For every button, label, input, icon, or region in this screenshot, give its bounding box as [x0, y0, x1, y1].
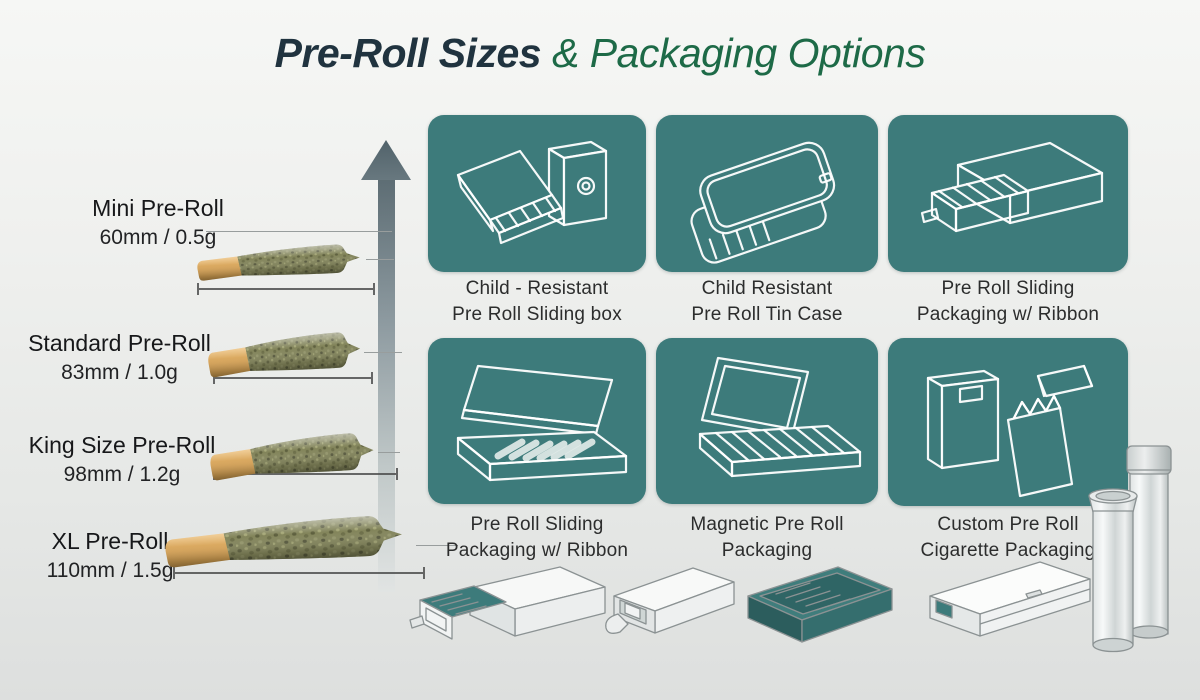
card-caption: Magnetic Pre Roll Packaging [637, 512, 897, 564]
drawer-box-icon [920, 141, 1104, 233]
card-magnetic-packaging [656, 338, 878, 504]
cigarette-packs-icon [926, 364, 1094, 498]
size-entry-king: King Size Pre-Roll 98mm / 1.2g [12, 432, 232, 487]
size-arrow-shaft [378, 176, 395, 592]
card-caption: Pre Roll Sliding Packaging w/ Ribbon [878, 276, 1138, 328]
page-title: Pre-Roll Sizes & Packaging Options [0, 30, 1200, 77]
card-child-resistant-tin-case [656, 115, 878, 272]
caption-line: Pre Roll Tin Case [691, 304, 843, 325]
card-sliding-ribbon-packaging [428, 338, 646, 504]
tin-case-icon [690, 141, 836, 264]
caption-line: Cigarette Packaging [920, 540, 1096, 561]
card-caption: Child - Resistant Pre Roll Sliding box [407, 276, 667, 328]
size-spec: 83mm / 1.0g [61, 361, 178, 384]
caption-line: Packaging w/ Ribbon [445, 540, 629, 561]
card-caption: Child Resistant Pre Roll Tin Case [637, 276, 897, 328]
size-name: Mini Pre-Roll [92, 195, 224, 221]
leader-line [206, 231, 392, 232]
caption-line: Child - Resistant [465, 278, 609, 299]
size-spec: 98mm / 1.2g [63, 463, 181, 486]
caption-line: Pre Roll Sliding [941, 278, 1075, 299]
caption-line: Child Resistant [701, 278, 833, 299]
card-caption: Pre Roll Sliding Packaging w/ Ribbon [407, 512, 667, 564]
size-entry-standard: Standard Pre-Roll 83mm / 1.0g [12, 330, 227, 385]
size-name: Standard Pre-Roll [28, 330, 211, 356]
open-drawer-box-illustration [409, 566, 606, 640]
card-custom-cigarette-packaging [888, 338, 1128, 506]
card-sliding-ribbon-box [888, 115, 1128, 272]
caption-line: Packaging w/ Ribbon [916, 304, 1100, 325]
closed-box-illustration [929, 561, 1091, 637]
caption-line: Pre Roll Sliding box [452, 304, 622, 325]
measure-line-standard [213, 372, 373, 384]
leader-line [416, 545, 458, 546]
pre-roll-image-mini [196, 243, 361, 281]
caption-line: Magnetic Pre Roll [690, 514, 844, 535]
card-child-resistant-sliding-box [428, 115, 646, 272]
teal-tray-illustration [747, 566, 893, 643]
size-arrow-head [361, 140, 411, 180]
title-primary: Pre-Roll Sizes [274, 30, 542, 76]
leader-line [364, 352, 402, 353]
leader-line [366, 259, 394, 260]
magnetic-box-icon [698, 356, 862, 478]
card-caption: Custom Pre Roll Cigarette Packaging [878, 512, 1138, 564]
caption-line: Pre Roll Sliding [470, 514, 604, 535]
size-spec: 110mm / 1.5g [46, 559, 174, 582]
size-spec: 60mm / 0.5g [99, 226, 217, 249]
title-secondary: & Packaging Options [551, 30, 926, 76]
pre-roll-image-king [209, 431, 375, 481]
size-name: King Size Pre-Roll [28, 432, 216, 458]
tubes-illustration [1088, 445, 1172, 653]
caption-line: Custom Pre Roll [937, 514, 1079, 535]
caption-line: Packaging [721, 540, 813, 561]
measure-line-mini [197, 283, 375, 295]
size-name: XL Pre-Roll [51, 528, 169, 554]
size-entry-mini: Mini Pre-Roll 60mm / 0.5g [48, 195, 268, 250]
ribbon-box-illustration [605, 567, 735, 634]
size-entry-xl: XL Pre-Roll 110mm / 1.5g [5, 528, 215, 583]
hinged-case-with-prerolls-icon [456, 364, 628, 482]
leader-line [378, 452, 400, 453]
sliding-box-and-upright-box-icon [456, 140, 608, 245]
measure-line-xl [173, 567, 425, 579]
